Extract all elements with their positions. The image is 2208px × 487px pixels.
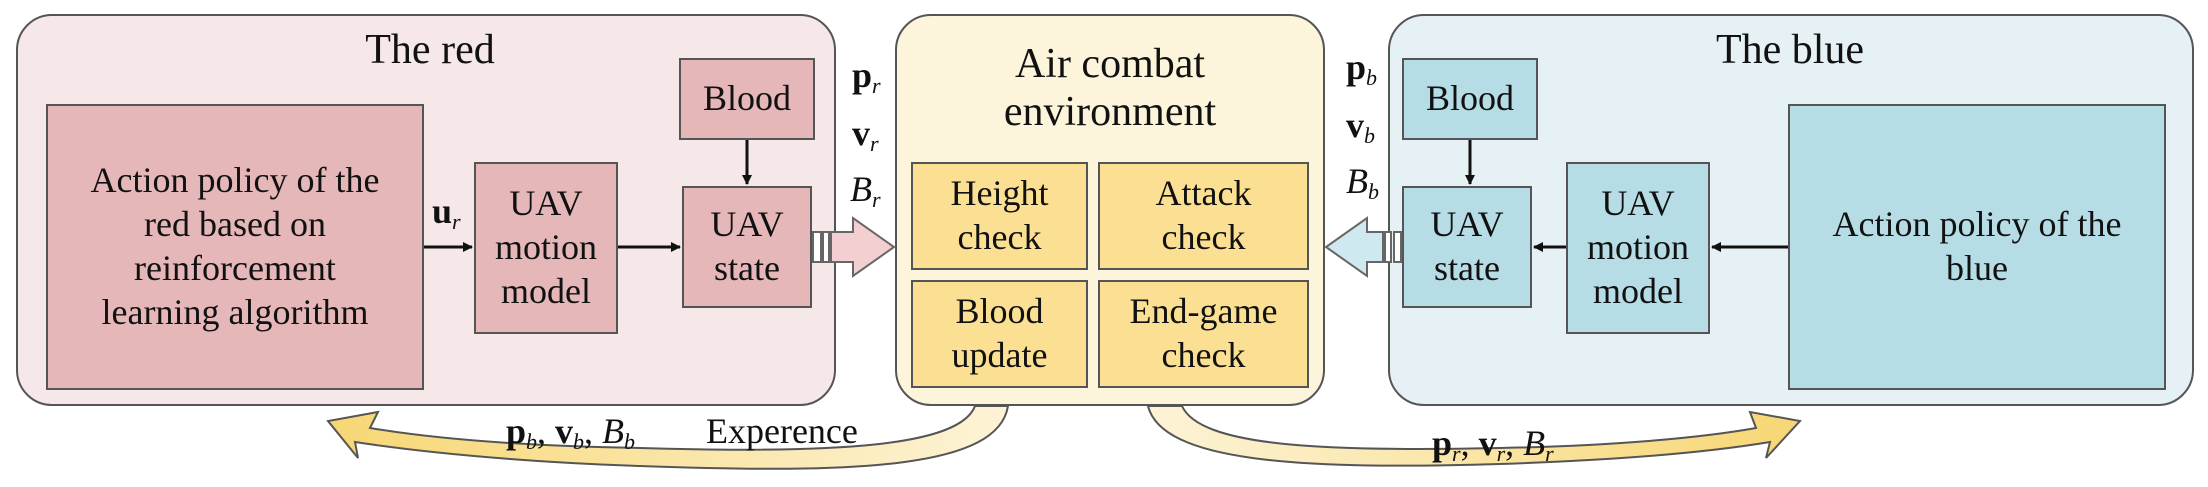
height-check-box: Height check [911, 162, 1088, 270]
red-action-policy-box: Action policy of the red based on reinfo… [46, 104, 424, 390]
curved-arrow-env-to-blue [1146, 405, 1802, 467]
label-feedback-to-blue: pr, vr, Br [1432, 423, 1554, 466]
label-red-p: pr [852, 55, 881, 98]
label-feedback-to-red: pb, vb, Bb [506, 411, 636, 454]
blue-blood-box: Blood [1402, 58, 1538, 140]
red-uav-motion-model-box: UAV motion model [474, 162, 618, 334]
block-arrow-blue-to-env [1324, 216, 1402, 278]
red-title: The red [365, 27, 495, 73]
block-arrow-red-to-env [812, 216, 896, 278]
label-red-B: Br [850, 169, 881, 212]
label-experience: Experence [706, 411, 858, 451]
label-u-r: ur [432, 191, 461, 234]
red-blood-box: Blood [679, 58, 815, 140]
endgame-check-box: End-game check [1098, 280, 1309, 388]
blue-action-policy-box: Action policy of the blue [1788, 104, 2166, 390]
attack-check-box: Attack check [1098, 162, 1309, 270]
label-blue-v: vb [1346, 105, 1375, 148]
blue-uav-motion-model-box: UAV motion model [1566, 162, 1710, 334]
red-uav-state-box: UAV state [682, 186, 812, 308]
label-red-v: vr [852, 113, 879, 156]
blue-title: The blue [1715, 27, 1865, 73]
blood-update-box: Blood update [911, 280, 1088, 388]
curved-arrow-env-to-red [326, 405, 1010, 470]
environment-title: Air combat environment [1003, 41, 1217, 136]
label-blue-p: pb [1346, 47, 1378, 90]
blue-uav-state-box: UAV state [1402, 186, 1532, 308]
label-blue-B: Bb [1346, 161, 1379, 204]
